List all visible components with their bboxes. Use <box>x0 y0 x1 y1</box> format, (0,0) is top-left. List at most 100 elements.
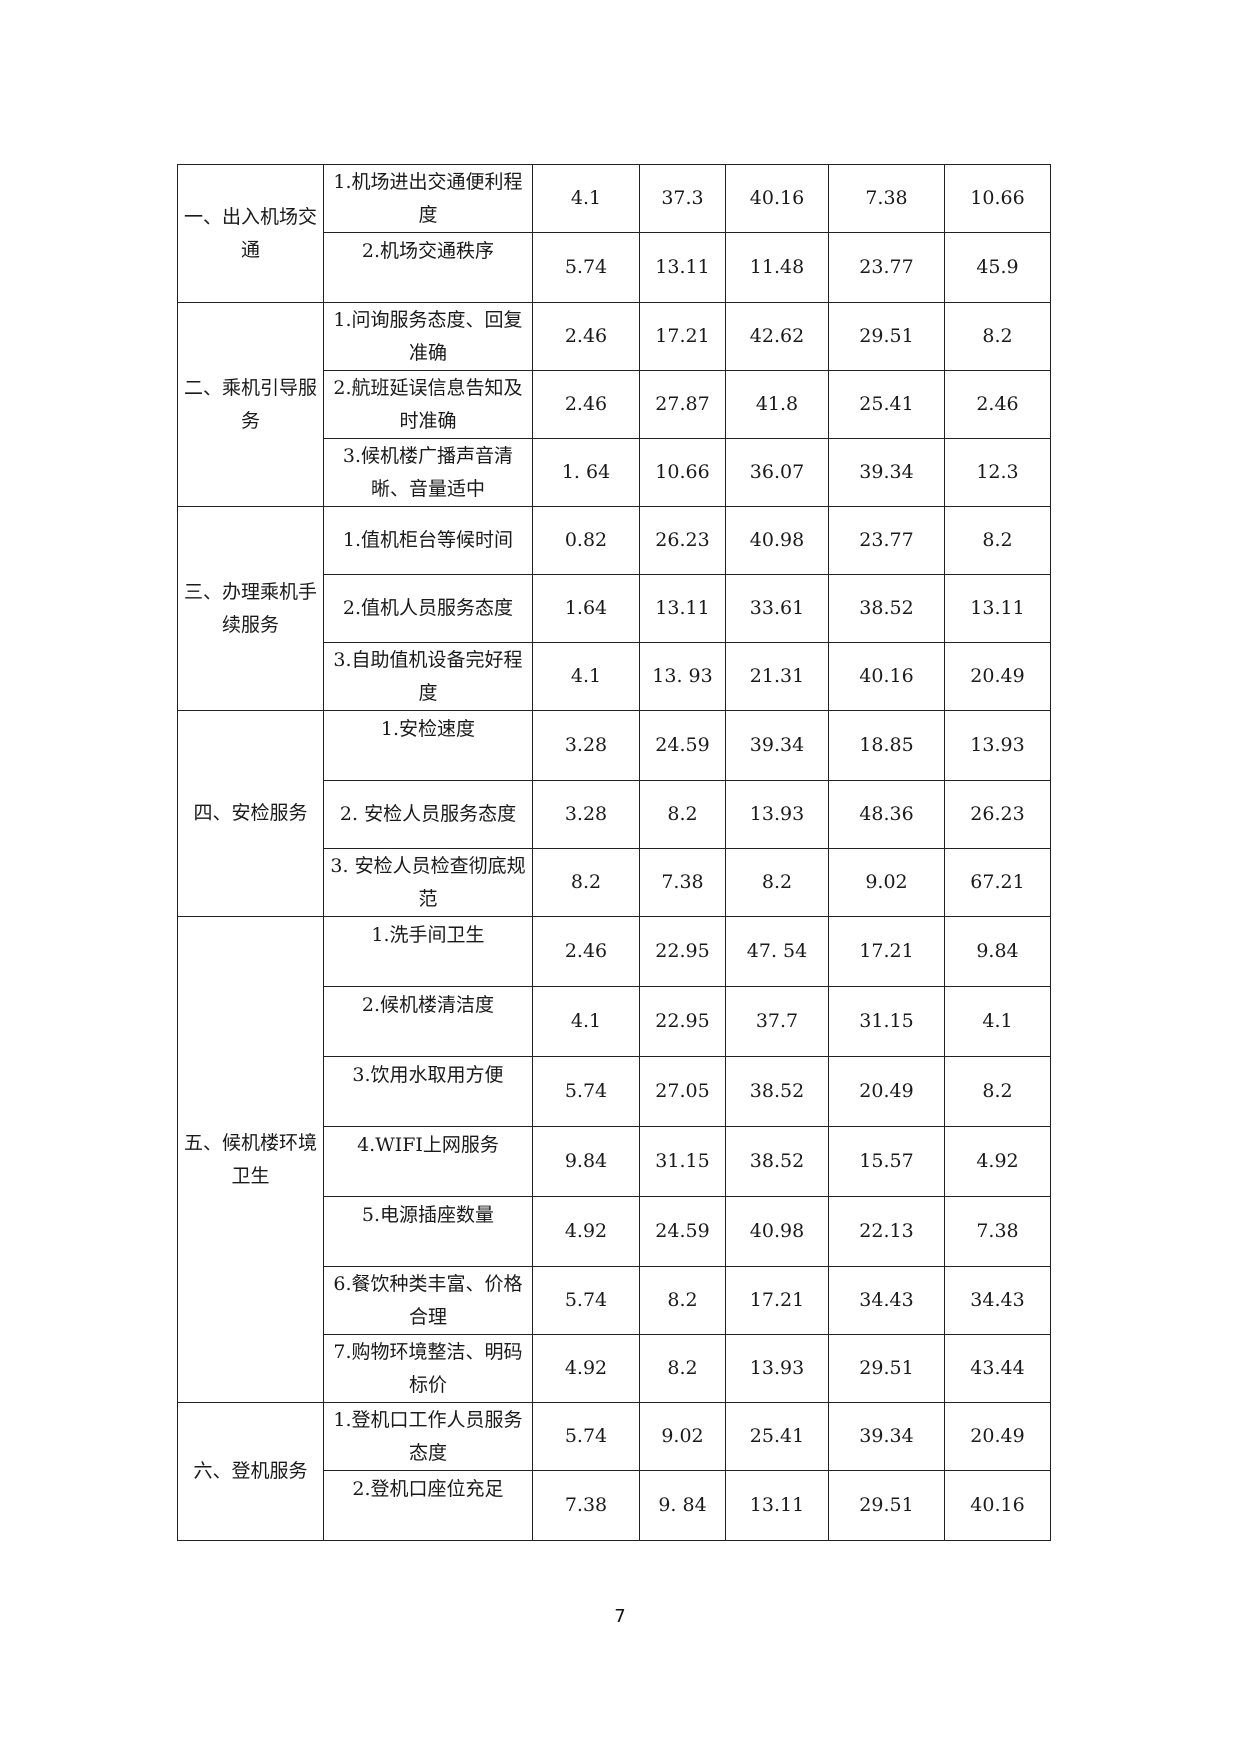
value-cell: 48.36 <box>828 780 945 849</box>
value-cell: 24.59 <box>639 1196 726 1267</box>
value-cell: 43.44 <box>944 1334 1051 1403</box>
value-cell: 33.61 <box>725 574 829 643</box>
value-cell: 8.2 <box>725 848 829 917</box>
value-cell: 23.77 <box>828 232 945 303</box>
value-cell: 20.49 <box>944 1402 1051 1471</box>
category-cell: 四、安检服务 <box>177 710 324 917</box>
value-cell: 29.51 <box>828 302 945 371</box>
value-cell: 3.28 <box>532 710 640 781</box>
value-cell: 8.2 <box>639 780 726 849</box>
value-cell: 5.74 <box>532 1266 640 1335</box>
value-cell: 9.02 <box>828 848 945 917</box>
value-cell: 25.41 <box>828 370 945 439</box>
category-cell: 五、候机楼环境卫生 <box>177 916 324 1403</box>
value-cell: 0.82 <box>532 506 640 575</box>
value-cell: 42.62 <box>725 302 829 371</box>
item-label-cell: 1.机场进出交通便利程度 <box>323 164 533 233</box>
value-cell: 2.46 <box>944 370 1051 439</box>
value-cell: 9. 84 <box>639 1470 726 1541</box>
value-cell: 13.11 <box>639 232 726 303</box>
value-cell: 2.46 <box>532 916 640 987</box>
category-cell: 三、办理乘机手续服务 <box>177 506 324 711</box>
value-cell: 45.9 <box>944 232 1051 303</box>
value-cell: 8.2 <box>532 848 640 917</box>
value-cell: 13.93 <box>725 1334 829 1403</box>
value-cell: 2.46 <box>532 302 640 371</box>
value-cell: 36.07 <box>725 438 829 507</box>
value-cell: 9.84 <box>944 916 1051 987</box>
value-cell: 40.16 <box>944 1470 1051 1541</box>
value-cell: 5.74 <box>532 1402 640 1471</box>
value-cell: 37.3 <box>639 164 726 233</box>
value-cell: 25.41 <box>725 1402 829 1471</box>
item-label-cell: 1.问询服务态度、回复准确 <box>323 302 533 371</box>
value-cell: 41.8 <box>725 370 829 439</box>
value-cell: 38.52 <box>828 574 945 643</box>
value-cell: 1.64 <box>532 574 640 643</box>
value-cell: 21.31 <box>725 642 829 711</box>
value-cell: 27.87 <box>639 370 726 439</box>
item-label-cell: 2.候机楼清洁度 <box>323 986 533 1057</box>
value-cell: 17.21 <box>828 916 945 987</box>
value-cell: 4.1 <box>532 642 640 711</box>
value-cell: 22.13 <box>828 1196 945 1267</box>
item-label-cell: 6.餐饮种类丰富、价格合理 <box>323 1266 533 1335</box>
value-cell: 8.2 <box>639 1334 726 1403</box>
item-label-cell: 5.电源插座数量 <box>323 1196 533 1267</box>
value-cell: 40.16 <box>828 642 945 711</box>
value-cell: 17.21 <box>639 302 726 371</box>
value-cell: 10.66 <box>944 164 1051 233</box>
value-cell: 39.34 <box>828 1402 945 1471</box>
value-cell: 38.52 <box>725 1126 829 1197</box>
item-label-cell: 7.购物环境整洁、明码标价 <box>323 1334 533 1403</box>
value-cell: 2.46 <box>532 370 640 439</box>
value-cell: 40.98 <box>725 1196 829 1267</box>
value-cell: 13.11 <box>639 574 726 643</box>
value-cell: 13.11 <box>725 1470 829 1541</box>
value-cell: 23.77 <box>828 506 945 575</box>
value-cell: 18.85 <box>828 710 945 781</box>
value-cell: 34.43 <box>828 1266 945 1335</box>
value-cell: 22.95 <box>639 986 726 1057</box>
item-label-cell: 3.候机楼广播声音清晰、音量适中 <box>323 438 533 507</box>
value-cell: 27.05 <box>639 1056 726 1127</box>
value-cell: 13. 93 <box>639 642 726 711</box>
item-label-cell: 2.登机口座位充足 <box>323 1470 533 1541</box>
value-cell: 4.1 <box>944 986 1051 1057</box>
value-cell: 7.38 <box>944 1196 1051 1267</box>
value-cell: 12.3 <box>944 438 1051 507</box>
value-cell: 5.74 <box>532 1056 640 1127</box>
value-cell: 1. 64 <box>532 438 640 507</box>
item-label-cell: 1.值机柜台等候时间 <box>323 506 533 575</box>
value-cell: 8.2 <box>944 1056 1051 1127</box>
value-cell: 31.15 <box>828 986 945 1057</box>
value-cell: 47. 54 <box>725 916 829 987</box>
value-cell: 40.16 <box>725 164 829 233</box>
value-cell: 40.98 <box>725 506 829 575</box>
page-number: 7 <box>614 1606 626 1627</box>
value-cell: 67.21 <box>944 848 1051 917</box>
value-cell: 13.11 <box>944 574 1051 643</box>
value-cell: 3.28 <box>532 780 640 849</box>
value-cell: 7.38 <box>532 1470 640 1541</box>
value-cell: 7.38 <box>828 164 945 233</box>
item-label-cell: 2.机场交通秩序 <box>323 232 533 303</box>
value-cell: 38.52 <box>725 1056 829 1127</box>
value-cell: 10.66 <box>639 438 726 507</box>
value-cell: 31.15 <box>639 1126 726 1197</box>
value-cell: 29.51 <box>828 1334 945 1403</box>
value-cell: 4.92 <box>944 1126 1051 1197</box>
